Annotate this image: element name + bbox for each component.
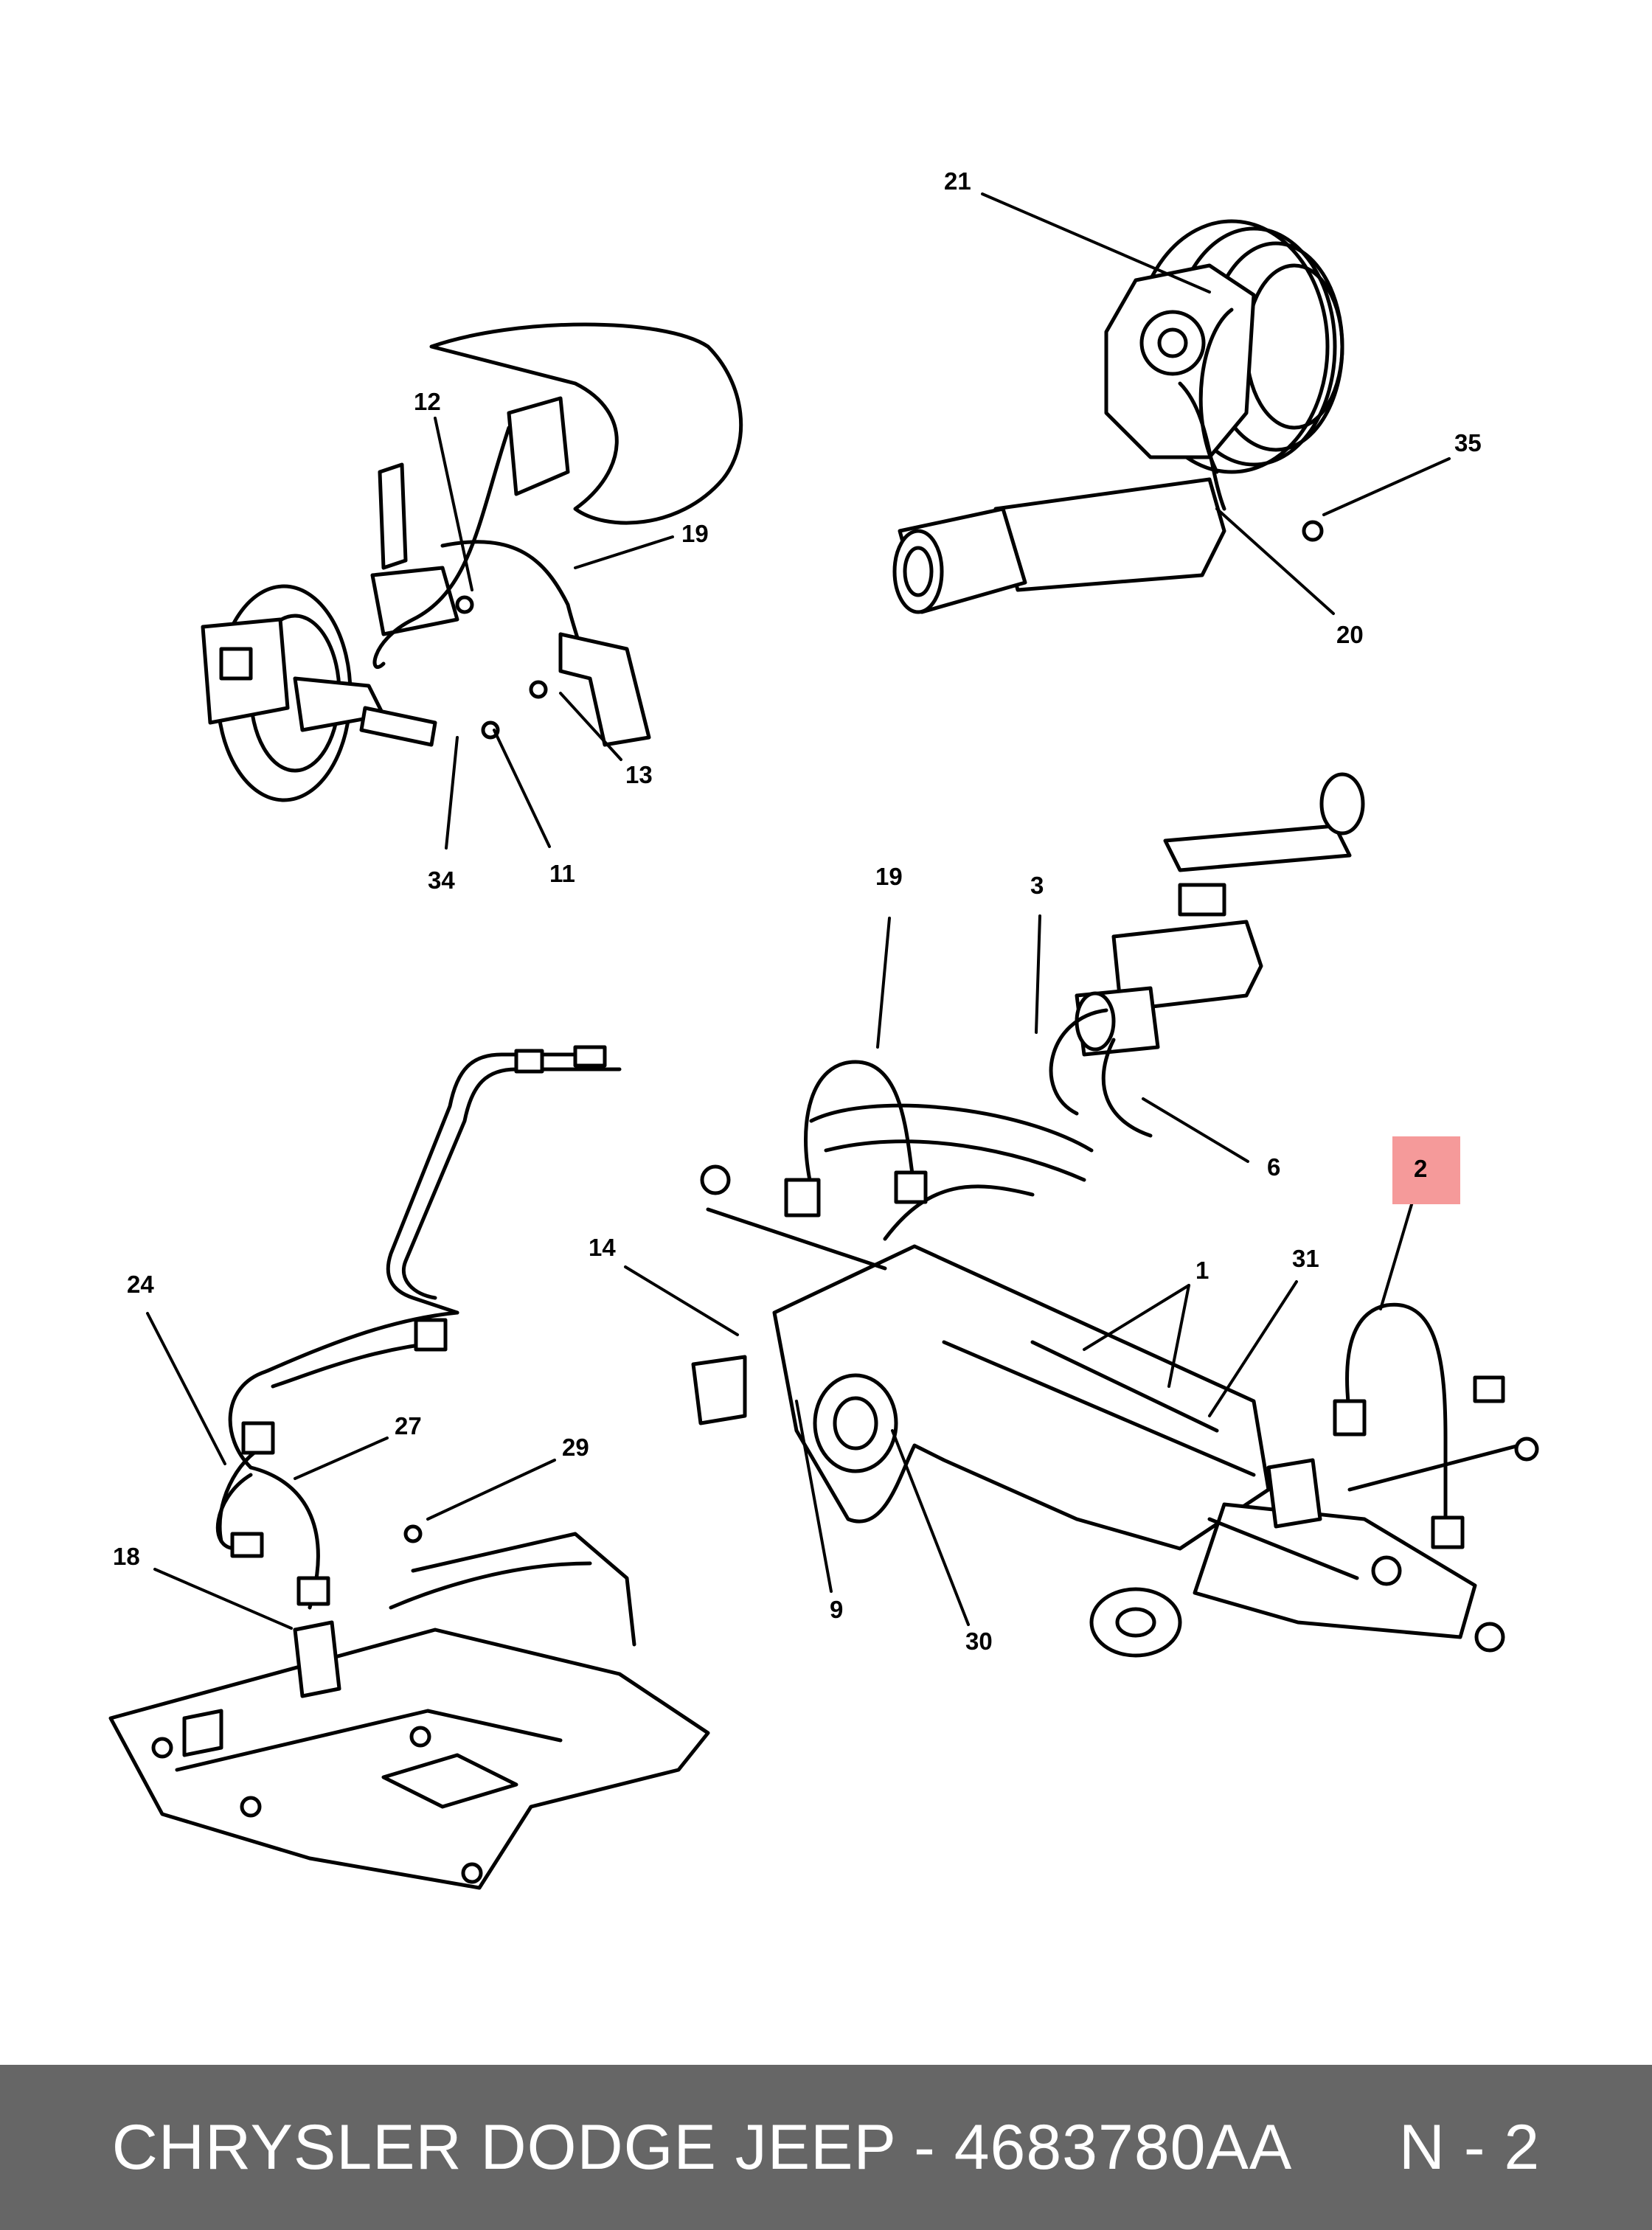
highlight-box-part-2	[1392, 1136, 1460, 1204]
footer-part-number: 4683780AA	[954, 2111, 1289, 2183]
brake-booster-assembly	[892, 219, 1344, 614]
brake-lines-and-skid-plate	[108, 1045, 710, 1890]
callout-19: 19	[681, 520, 709, 547]
callout-31: 31	[1292, 1245, 1319, 1272]
wheel-sensor-assembly	[201, 322, 743, 802]
callout-3: 3	[1030, 872, 1044, 899]
footer-brand: CHRYSLER DODGE JEEP	[111, 2111, 896, 2183]
callout-20: 20	[1336, 621, 1364, 648]
callout-9: 9	[830, 1596, 843, 1623]
callout-35: 35	[1454, 429, 1482, 456]
callout-18: 18	[113, 1543, 140, 1570]
callout-30: 30	[965, 1628, 993, 1655]
callout-21: 21	[944, 167, 971, 195]
callout-6: 6	[1267, 1153, 1280, 1181]
callout-12: 12	[414, 388, 441, 415]
leader-lines	[146, 192, 1451, 1630]
callout-24: 24	[127, 1271, 154, 1298]
footer-caption: CHRYSLER DODGE JEEP - 4683780AA N - 2	[111, 2111, 1541, 2183]
master-cylinder-and-rack-assembly	[691, 772, 1539, 1658]
callout-14: 14	[589, 1234, 616, 1261]
footer-bar: CHRYSLER DODGE JEEP - 4683780AA N - 2	[0, 2065, 1652, 2230]
footer-diagram-ref: N - 2	[1398, 2111, 1541, 2183]
callout-13: 13	[625, 761, 653, 788]
callout-34: 34	[428, 866, 455, 894]
callout-19-middle: 19	[875, 863, 903, 890]
callout-11: 11	[549, 860, 575, 887]
callout-27: 27	[395, 1412, 422, 1439]
callout-2: 2	[1414, 1155, 1427, 1182]
callouts: 21 35 20 12 19 13 34 11 19 3 6 2 14 1 31…	[113, 167, 1482, 1655]
callout-29: 29	[562, 1434, 589, 1461]
callout-1: 1	[1195, 1257, 1209, 1284]
parts-diagram: 21 35 20 12 19 13 34 11 19 3 6 2 14 1 31…	[108, 167, 1539, 1890]
